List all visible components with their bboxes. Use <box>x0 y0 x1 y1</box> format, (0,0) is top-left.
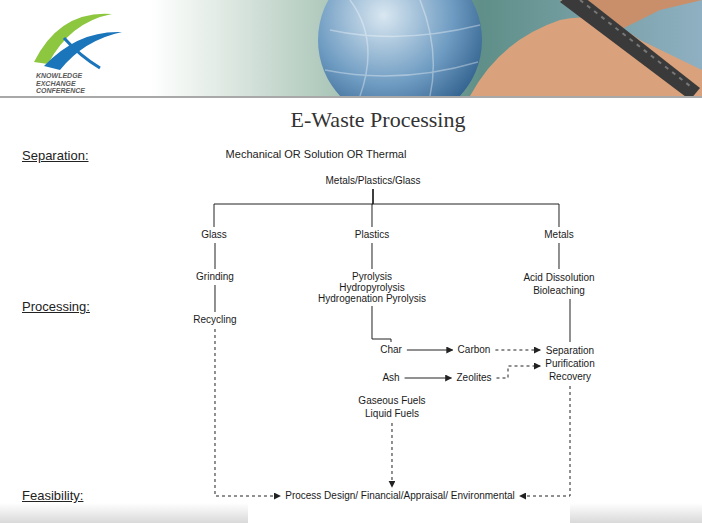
method-note: Mechanical OR Solution OR Thermal <box>226 148 407 160</box>
footer-panel <box>248 500 570 523</box>
process-step: Carbon <box>456 344 493 356</box>
step-text: Acid Dissolution <box>523 271 594 284</box>
globe <box>318 0 482 96</box>
step-text: Purification <box>545 357 594 370</box>
process-step: PyrolysisHydropyrolysisHydrogenation Pyr… <box>316 271 428 304</box>
process-step: Glass <box>199 229 229 241</box>
step-text: Zeolites <box>456 372 491 384</box>
step-text: Recycling <box>193 314 236 326</box>
connector <box>215 329 280 496</box>
step-text: Pyrolysis <box>318 271 426 282</box>
logo-swoosh <box>34 14 112 64</box>
logo-swoosh <box>64 38 100 68</box>
connector <box>570 299 571 342</box>
connector <box>405 378 452 379</box>
step-text: Gaseous Fuels <box>358 394 425 407</box>
header-rule <box>0 96 702 98</box>
step-text: Ash <box>382 372 399 384</box>
process-step: Acid DissolutionBioleaching <box>521 271 596 297</box>
step-text: Char <box>380 344 402 356</box>
step-text: Recovery <box>545 370 594 383</box>
process-step: Metals/Plastics/Glass <box>323 175 422 187</box>
process-step: Ash <box>380 372 401 384</box>
process-step: Recycling <box>191 314 238 326</box>
step-text: Metals <box>544 229 573 241</box>
step-text: Hydropyrolysis <box>318 282 426 293</box>
process-step: Grinding <box>194 271 236 283</box>
connector <box>407 350 453 351</box>
connector <box>558 243 559 269</box>
process-step: Zeolites <box>454 372 493 384</box>
connector <box>495 350 540 351</box>
connector <box>215 243 216 269</box>
step-text: Liquid Fuels <box>358 407 425 420</box>
hose <box>560 0 700 96</box>
step-text: Grinding <box>196 271 234 283</box>
connector <box>497 366 541 378</box>
step-text: Hydrogenation Pyrolysis <box>318 293 426 304</box>
section-label: Separation: <box>22 148 89 163</box>
process-step: SeparationPurificationRecovery <box>543 344 596 383</box>
connector <box>391 423 392 487</box>
step-text: Process Design/ Financial/Appraisal/ Env… <box>285 490 515 502</box>
section-label: Processing: <box>22 299 90 314</box>
process-step: Plastics <box>353 229 391 241</box>
globe-grid <box>325 0 480 96</box>
connector <box>214 285 215 312</box>
connector <box>371 243 372 269</box>
hand <box>470 18 702 97</box>
step-text: Plastics <box>355 229 389 241</box>
banner-picture <box>318 0 702 96</box>
step-text: Bioleaching <box>523 284 594 297</box>
step-text: Metals/Plastics/Glass <box>325 175 420 187</box>
process-step: Gaseous FuelsLiquid Fuels <box>356 394 427 420</box>
process-step: Char <box>378 344 404 356</box>
section-label: Feasibility: <box>22 488 83 503</box>
connector <box>373 189 559 227</box>
slide-title: E-Waste Processing <box>291 107 466 133</box>
process-step: Process Design/ Financial/Appraisal/ Env… <box>283 490 517 502</box>
connector <box>214 189 373 227</box>
logo-swoosh <box>44 32 122 70</box>
logo-text: KNOWLEDGE EXCHANGE CONFERENCE <box>36 72 92 95</box>
connector <box>520 386 570 496</box>
process-step: Metals <box>542 229 575 241</box>
step-text: Carbon <box>458 344 491 356</box>
hose-ribs <box>580 0 690 86</box>
step-text: Separation <box>545 344 594 357</box>
connector <box>372 306 391 342</box>
step-text: Glass <box>201 229 227 241</box>
